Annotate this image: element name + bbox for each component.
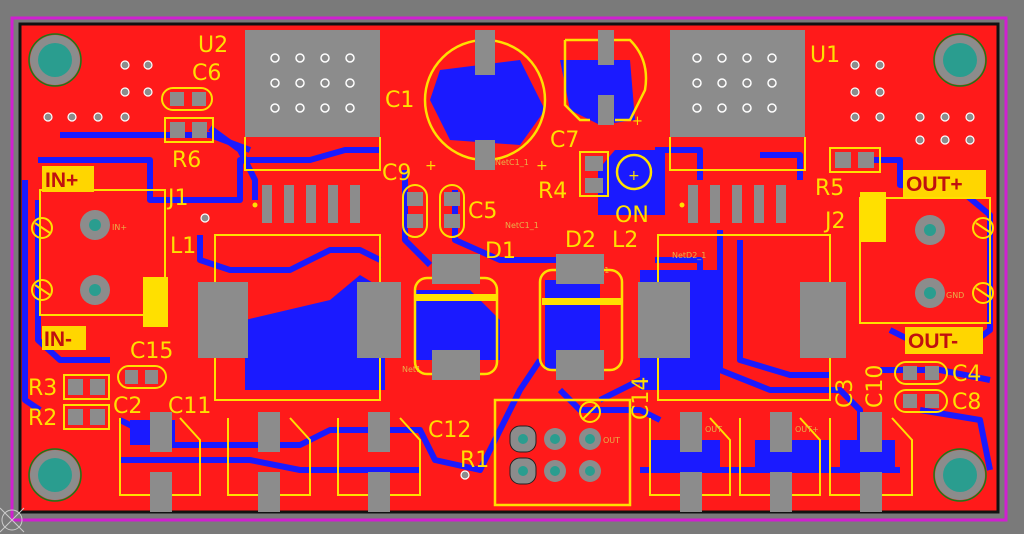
label-c3: C3 (833, 379, 858, 408)
mounting-holes (28, 33, 987, 502)
right-cap-pads (680, 412, 882, 512)
net-out-r1: OUT (603, 436, 620, 445)
l1-inductor[interactable] (198, 234, 401, 401)
r3-resistor[interactable] (63, 374, 110, 400)
r1-potentiometer[interactable] (493, 398, 632, 507)
c9-capacitor[interactable] (402, 184, 428, 238)
label-r4: R4 (538, 179, 567, 204)
label-c10: C10 (863, 365, 888, 408)
u1-regulator[interactable] (669, 30, 806, 223)
label-c15: C15 (130, 339, 173, 364)
net-net1: Net1 (402, 365, 421, 374)
c15-capacitor[interactable] (117, 365, 167, 389)
c11-pads (150, 412, 390, 512)
tag-out-plus: OUT+ (906, 173, 963, 196)
tag-in-minus-bg (42, 326, 86, 350)
j2-output-connector[interactable] (859, 192, 994, 324)
svg-text:+: + (425, 158, 437, 174)
label-r2: R2 (28, 406, 57, 431)
label-c1: C1 (385, 88, 414, 113)
r5-resistor[interactable] (829, 147, 881, 173)
tag-out-minus: OUT- (908, 330, 958, 353)
tag-in-plus: IN+ (45, 169, 78, 192)
d2-diode[interactable] (538, 254, 624, 380)
origin-marker-icon (0, 507, 25, 533)
label-c9: C9 (382, 161, 411, 186)
c1-capacitor[interactable]: + + (423, 30, 548, 174)
c6-capacitor[interactable] (161, 87, 213, 111)
svg-text:+: + (536, 158, 548, 174)
r4-resistor[interactable] (579, 151, 609, 197)
net-netc1: NetC1_1 (495, 158, 529, 167)
label-l2: L2 (612, 228, 638, 253)
label-d1: D1 (485, 239, 516, 264)
net-inplus-pad: IN+ (112, 223, 127, 232)
label-l1: L1 (170, 234, 196, 259)
label-c2: C2 (113, 394, 142, 419)
label-r6: R6 (172, 148, 201, 173)
u2-regulator[interactable] (244, 30, 381, 223)
tag-in-plus-bg (42, 166, 94, 192)
label-c14: C14 (629, 377, 654, 420)
label-c5: C5 (468, 199, 497, 224)
net-netc1b: NetC1_1 (505, 221, 539, 230)
label-c7: C7 (550, 128, 579, 153)
label-c12: C12 (428, 418, 471, 443)
label-j1: J1 (166, 186, 189, 211)
c5-capacitor[interactable] (439, 184, 465, 238)
label-c4: C4 (952, 362, 981, 387)
label-r5: R5 (815, 176, 844, 201)
label-u2: U2 (198, 33, 228, 58)
label-on: ON (615, 203, 649, 228)
on-indicator-led[interactable]: + (615, 153, 653, 191)
net-out-c14: OUT (705, 425, 722, 434)
label-r3: R3 (28, 376, 57, 401)
c14-c3-c10-capacitor-bank[interactable] (649, 417, 913, 496)
thermal-vias (43, 60, 975, 480)
board-outline (10, 16, 1008, 522)
c11-capacitor-bank[interactable] (119, 417, 421, 496)
tag-in-minus: IN- (44, 328, 72, 351)
c8-capacitor[interactable] (894, 389, 948, 413)
r6-resistor[interactable] (164, 117, 214, 143)
tag-out-plus-bg (903, 170, 986, 197)
svg-text:+: + (632, 114, 643, 129)
r2-resistor[interactable] (63, 404, 110, 430)
label-c6: C6 (192, 61, 221, 86)
label-r1: R1 (460, 448, 489, 473)
net-outplus-c3: OUT+ (795, 425, 819, 434)
tag-out-minus-bg (905, 327, 983, 354)
label-j2: J2 (823, 209, 846, 234)
j1-input-connector[interactable] (31, 189, 168, 327)
label-c11: C11 (168, 394, 211, 419)
net-gnd-pad: GND (946, 291, 964, 300)
label-c8: C8 (952, 390, 981, 415)
label-u1: U1 (810, 43, 840, 68)
l2-inductor[interactable] (638, 234, 846, 401)
c7-capacitor[interactable]: + (563, 30, 648, 129)
svg-text:+: + (628, 168, 640, 184)
net-netd2: NetD2_1 (672, 251, 706, 260)
c4-capacitor[interactable] (894, 361, 948, 385)
d1-diode[interactable] (413, 254, 499, 380)
label-d2: D2 (565, 228, 596, 253)
